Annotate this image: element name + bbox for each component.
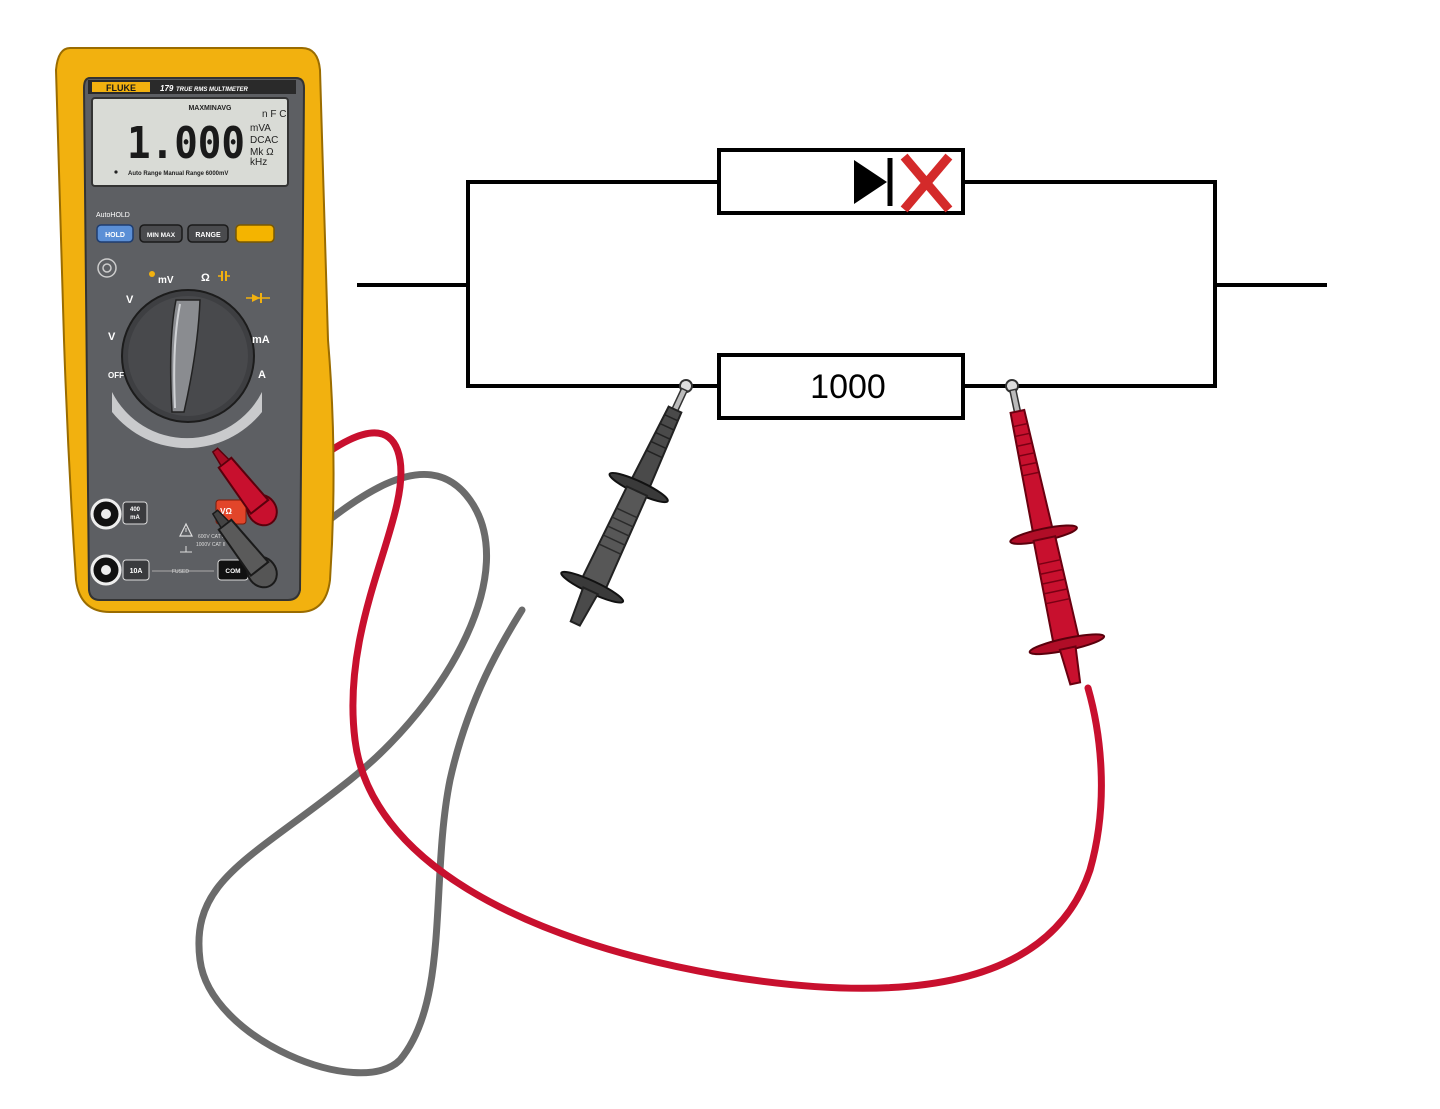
model-subtitle: TRUE RMS MULTIMETER [176, 87, 249, 93]
dial-diode-icon [246, 293, 270, 303]
multimeter: FLUKE 179 TRUE RMS MULTIMETER MAXMINAVG … [54, 47, 335, 613]
dial-temp-icon [149, 271, 155, 277]
lcd-prefix-units: n F C [262, 109, 286, 120]
minmax-button-label: MIN MAX [147, 232, 176, 239]
knob-pointer [169, 299, 201, 413]
circuit-diagram: 1000 [357, 148, 1327, 420]
lcd-units-1: mVA [250, 123, 271, 134]
fused-label: FUSED [172, 569, 189, 575]
model-label: 179 [160, 84, 174, 93]
a-jack-badge [122, 559, 150, 581]
dial-a-label: A [258, 369, 266, 381]
lcd-display [91, 97, 289, 187]
hold-button[interactable]: HOLD [96, 224, 134, 243]
lcd-units-4: kHz [250, 157, 267, 168]
ma-jack[interactable] [90, 498, 122, 530]
backlight-button[interactable] [235, 224, 275, 243]
com-jack-label: COM [225, 568, 240, 575]
a-jack[interactable] [90, 554, 122, 586]
red-banana-plug [211, 447, 278, 527]
lcd-reading: 1.000 [127, 118, 245, 169]
brand-badge [92, 82, 150, 92]
ma-jack-label: 400 [130, 507, 141, 513]
red-test-probe [1005, 379, 1106, 686]
hold-button-label: HOLD [105, 232, 125, 239]
black-test-probe [560, 379, 693, 627]
dial-off-label: OFF [108, 371, 124, 380]
x-mark-icon [900, 153, 953, 213]
warning-icon [179, 522, 193, 537]
dial-capacitor-icon [218, 271, 230, 281]
range-button-label: RANGE [195, 232, 221, 239]
test-lead-cables [195, 429, 1105, 1077]
backlight-icon [97, 258, 117, 278]
brand-label: FLUKE [106, 83, 136, 93]
lcd-units-3: Mk Ω [250, 147, 274, 158]
v-ohm-jack-label: VΩ [220, 507, 232, 516]
red-lead-cable [258, 429, 1105, 992]
ma-jack-badge [122, 501, 148, 525]
dial-mv-label: mV [158, 275, 174, 286]
resistor-value-label: 1000 [810, 368, 886, 406]
rotary-switch-icon[interactable] [121, 289, 255, 423]
resistor-component: 1000 [717, 353, 965, 420]
a-jack-label: 10A [130, 568, 143, 575]
minmax-button[interactable]: MIN MAX [139, 224, 183, 243]
lcd-bottom-line: Auto Range Manual Range 6000mV [128, 171, 228, 177]
lcd-annunciators: MAXMINAVG [188, 105, 232, 112]
black-lead-cable [195, 471, 526, 1077]
ma-jack-unit: mA [130, 515, 140, 521]
cat-rating-line1: 600V CAT III [198, 534, 226, 540]
diode-component [717, 148, 965, 215]
lcd-units-2: DCAC [250, 135, 278, 146]
dial-ohm-label: Ω [201, 272, 210, 284]
dial-ma-label: mA [252, 334, 270, 346]
resistor-box [717, 353, 965, 420]
diode-icon [854, 160, 887, 204]
cat-rating-line2: 1000V CAT II [196, 542, 226, 548]
range-button[interactable]: RANGE [187, 224, 229, 243]
dial-lower-ring [112, 392, 262, 449]
ground-icon [180, 546, 192, 553]
autohold-label: AutoHOLD [96, 212, 130, 219]
lcd-dot-icon [114, 170, 118, 174]
dial-vac-label: V [108, 331, 116, 343]
black-banana-plug [211, 509, 278, 589]
dial-vdc-label: V [126, 294, 134, 306]
